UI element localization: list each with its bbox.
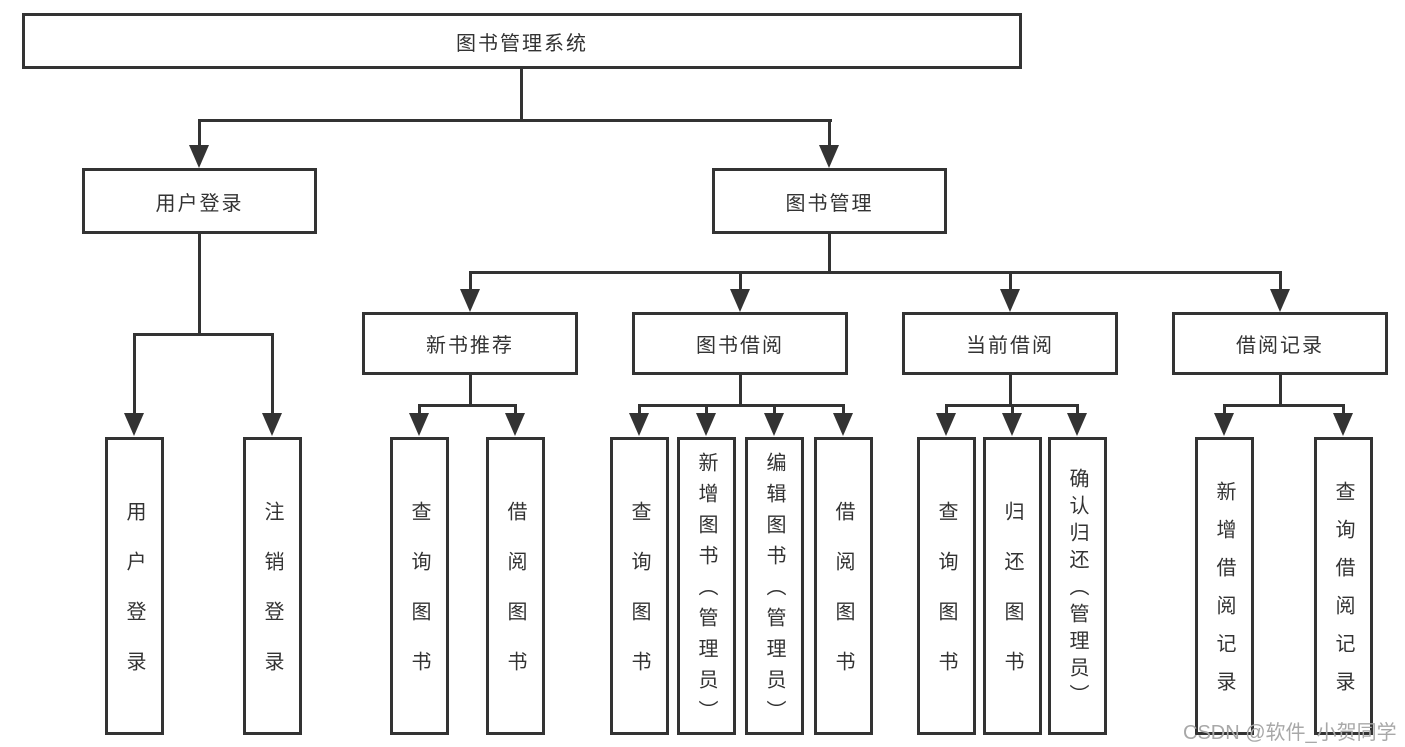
connector-login-leaf2-stem (271, 333, 274, 415)
leaf-recommend-query-books-label: 查询图书 (408, 501, 430, 701)
arrowhead-login-leaf2 (262, 413, 282, 436)
connector-records-leaf1-stem (1223, 404, 1226, 416)
arrowhead-records-leaf1 (1214, 413, 1234, 436)
arrowhead-current-leaf3 (1067, 413, 1087, 436)
connector-borrow-leaf1-stem (638, 404, 641, 416)
node-user-login: 用户登录 (82, 168, 317, 234)
node-new-book-recommend-label: 新书推荐 (426, 335, 514, 357)
connector-recommend-rail (418, 404, 517, 407)
connector-records-leaf2-stem (1342, 404, 1345, 416)
connector-recommend-leaf2-stem (514, 404, 517, 416)
connector-current-down (1009, 375, 1012, 407)
leaf-borrow-query-books: 查询图书 (610, 437, 669, 735)
leaf-records-query-record-label: 查询借阅记录 (1332, 481, 1354, 709)
node-new-book-recommend: 新书推荐 (362, 312, 578, 375)
leaf-user-login: 用户登录 (105, 437, 164, 735)
connector-borrow-rail (638, 404, 845, 407)
arrowhead-user-login (189, 145, 209, 168)
connector-level2-rail (198, 119, 832, 122)
node-book-management: 图书管理 (712, 168, 947, 234)
connector-login-rail (133, 333, 274, 336)
leaf-current-query-books-label: 查询图书 (935, 501, 957, 701)
leaf-borrow-query-books-label: 查询图书 (628, 501, 650, 701)
connector-borrow-leaf2-stem (705, 404, 708, 416)
node-root: 图书管理系统 (22, 13, 1022, 69)
leaf-logout-label: 注销登录 (261, 501, 283, 701)
node-borrow-records-label: 借阅记录 (1236, 335, 1324, 357)
connector-recommend-leaf1-stem (418, 404, 421, 416)
leaf-logout: 注销登录 (243, 437, 302, 735)
connector-login-leaf1-stem (133, 333, 136, 415)
arrowhead-current-leaf2 (1002, 413, 1022, 436)
connector-borrow-leaf4-stem (842, 404, 845, 416)
leaf-current-confirm-return-admin-label: 确认归还（管理员） (1066, 468, 1088, 711)
connector-user-login-stem (198, 119, 201, 147)
leaf-current-return-books: 归还图书 (983, 437, 1042, 735)
connector-current-leaf3-stem (1076, 404, 1079, 416)
connector-recommend-stem (469, 271, 472, 291)
connector-recommend-down (469, 375, 472, 407)
node-borrow-records: 借阅记录 (1172, 312, 1388, 375)
leaf-current-confirm-return-admin: 确认归还（管理员） (1048, 437, 1107, 735)
leaf-recommend-query-books: 查询图书 (390, 437, 449, 735)
leaf-borrow-add-books-admin-label: 新增图书（管理员） (695, 452, 717, 731)
leaf-borrow-add-books-admin: 新增图书（管理员） (677, 437, 736, 735)
connector-root-stem (520, 68, 523, 122)
arrowhead-current (1000, 289, 1020, 312)
connector-records-stem (1279, 271, 1282, 291)
leaf-borrow-borrow-books: 借阅图书 (814, 437, 873, 735)
leaf-recommend-borrow-books-label: 借阅图书 (504, 501, 526, 701)
arrowhead-recommend (460, 289, 480, 312)
arrowhead-records (1270, 289, 1290, 312)
connector-current-leaf1-stem (945, 404, 948, 416)
leaf-borrow-edit-books-admin: 编辑图书（管理员） (745, 437, 804, 735)
node-current-borrow-label: 当前借阅 (966, 335, 1054, 357)
arrowhead-borrow-leaf1 (629, 413, 649, 436)
arrowhead-book-mgmt (819, 145, 839, 168)
connector-borrow-down (739, 375, 742, 407)
leaf-current-query-books: 查询图书 (917, 437, 976, 735)
node-book-management-label: 图书管理 (785, 192, 874, 215)
connector-current-leaf2-stem (1011, 404, 1014, 416)
arrowhead-recommend-leaf1 (409, 413, 429, 436)
leaf-user-login-label: 用户登录 (123, 501, 145, 701)
connector-mgmt-down (828, 233, 831, 274)
node-user-login-label: 用户登录 (155, 192, 244, 215)
connector-current-stem (1009, 271, 1012, 291)
arrowhead-borrow-leaf2 (696, 413, 716, 436)
arrowhead-login-leaf1 (124, 413, 144, 436)
leaf-records-query-record: 查询借阅记录 (1314, 437, 1373, 735)
leaf-records-add-record: 新增借阅记录 (1195, 437, 1254, 735)
connector-records-down (1279, 375, 1282, 407)
leaf-borrow-edit-books-admin-label: 编辑图书（管理员） (763, 452, 785, 731)
connector-records-rail (1223, 404, 1345, 407)
leaf-borrow-borrow-books-label: 借阅图书 (832, 501, 854, 701)
arrowhead-borrow-leaf4 (833, 413, 853, 436)
node-current-borrow: 当前借阅 (902, 312, 1118, 375)
connector-level3-rail (469, 271, 1282, 274)
connector-login-down (198, 233, 201, 336)
node-root-label: 图书管理系统 (456, 32, 588, 55)
node-book-borrow-label: 图书借阅 (696, 335, 784, 357)
arrowhead-recommend-leaf2 (505, 413, 525, 436)
arrowhead-borrow-leaf3 (764, 413, 784, 436)
arrowhead-records-leaf2 (1333, 413, 1353, 436)
node-book-borrow: 图书借阅 (632, 312, 848, 375)
connector-book-mgmt-stem (828, 119, 831, 147)
connector-borrow-stem (739, 271, 742, 291)
connector-borrow-leaf3-stem (773, 404, 776, 416)
arrowhead-current-leaf1 (936, 413, 956, 436)
leaf-records-add-record-label: 新增借阅记录 (1213, 481, 1235, 709)
leaf-current-return-books-label: 归还图书 (1001, 501, 1023, 701)
csdn-watermark: CSDN @软件_小贺同学 (1183, 722, 1397, 744)
leaf-recommend-borrow-books: 借阅图书 (486, 437, 545, 735)
arrowhead-borrow (730, 289, 750, 312)
